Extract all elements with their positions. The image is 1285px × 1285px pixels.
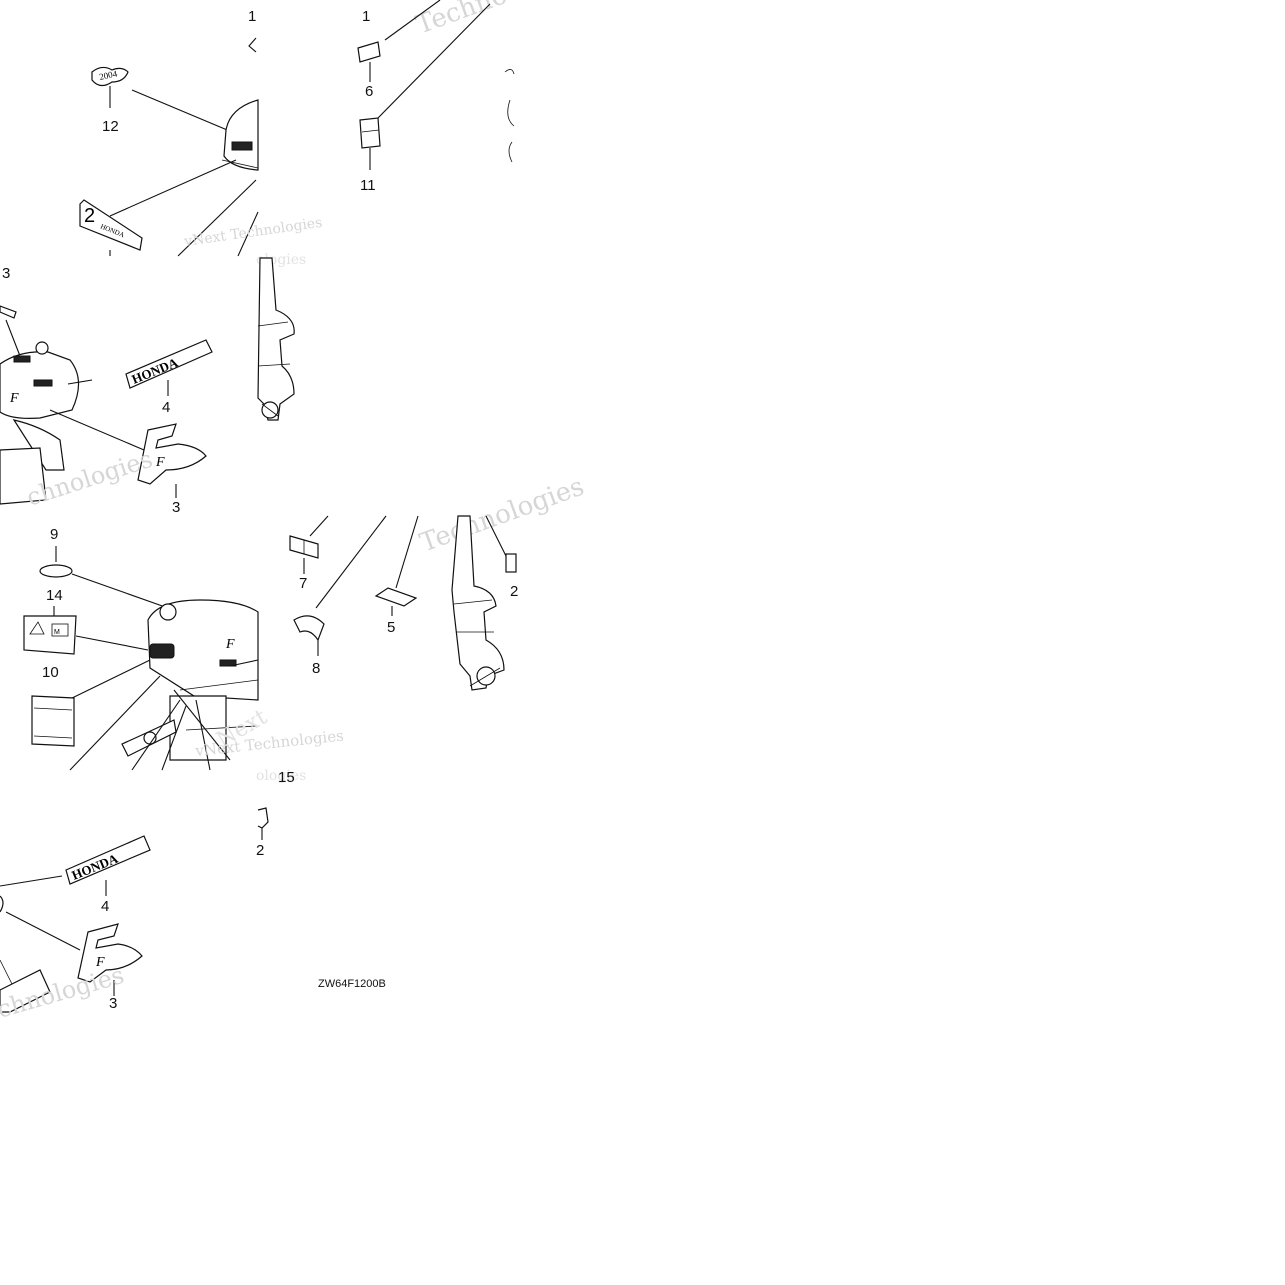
svg-text:2: 2 <box>84 205 95 227</box>
watermark-g: Technologies <box>416 472 588 559</box>
callout-14: 14 <box>46 587 63 604</box>
callout-3-c: 3 <box>109 995 117 1012</box>
svg-text:F: F <box>225 637 235 652</box>
engine-cover-top <box>221 99 259 171</box>
o-ring-9 <box>39 564 73 578</box>
honda-emblem-upper: HONDA <box>125 339 213 389</box>
part-2-clip <box>257 807 269 829</box>
tile-middle-left: 3 F HONDA 4 F 3 chnologies <box>0 265 213 516</box>
watermark-i: chnologies <box>0 961 127 1024</box>
callout-11: 11 <box>360 177 376 194</box>
force-emblem-upper: F <box>137 423 207 485</box>
callout-5: 5 <box>387 619 395 636</box>
drawing-code: ZW64F1200B <box>318 978 386 990</box>
callout-12: 12 <box>102 118 119 135</box>
callout-10: 10 <box>42 664 59 681</box>
watermark-a: vNext Technologies <box>182 215 323 250</box>
callout-1-b: 1 <box>362 8 370 25</box>
callout-7: 7 <box>299 575 307 592</box>
callout-15: 15 <box>278 769 295 786</box>
callout-4-b: 4 <box>101 898 109 915</box>
label-2004-decal: 2004 <box>91 66 129 87</box>
watermark-h: ologies <box>256 768 306 784</box>
svg-text:2: 2 <box>510 583 518 600</box>
decal-5 <box>374 587 418 607</box>
callout-2: 2 <box>256 842 264 859</box>
svg-text:HONDA: HONDA <box>130 355 181 387</box>
svg-text:F: F <box>155 455 165 470</box>
tile-middle-right <box>257 257 295 421</box>
callout-9: 9 <box>50 526 58 543</box>
callout-4-a: 4 <box>162 399 170 416</box>
model-2-honda-badge: 2 HONDA <box>79 199 143 251</box>
force-emblem-lower: F <box>77 923 143 983</box>
clip-8 <box>293 615 325 642</box>
watermark-b: Techno <box>412 0 511 41</box>
tile-bottom: 2 HONDA 4 F 3 chnologies ZW64F1200B <box>0 807 386 1024</box>
decal-2004-text: 2004 <box>98 68 118 82</box>
svg-text:F: F <box>9 391 19 406</box>
callout-6: 6 <box>365 83 373 100</box>
tile-lower-left: 9 14 M 10 F <box>23 526 345 771</box>
engine-cover-left: F <box>0 341 93 505</box>
honda-emblem-lower: HONDA <box>65 835 151 885</box>
outboard-leg-lower: 2 <box>451 515 518 691</box>
warning-label-14: M <box>23 615 77 655</box>
callout-8: 8 <box>312 660 320 677</box>
decal-11 <box>359 117 381 149</box>
decal-10 <box>31 695 75 747</box>
tile-top-left: 1 2004 12 2 HONDA vNext Technologies <box>79 8 323 257</box>
svg-text:M: M <box>54 629 60 636</box>
svg-text:HONDA: HONDA <box>70 851 121 883</box>
callout-3-a: 3 <box>2 265 10 282</box>
outboard-leg-side <box>257 257 295 421</box>
callout-3-b: 3 <box>172 499 180 516</box>
svg-text:F: F <box>95 955 105 970</box>
callout-1-a: 1 <box>248 8 256 25</box>
decal-6 <box>357 41 381 63</box>
